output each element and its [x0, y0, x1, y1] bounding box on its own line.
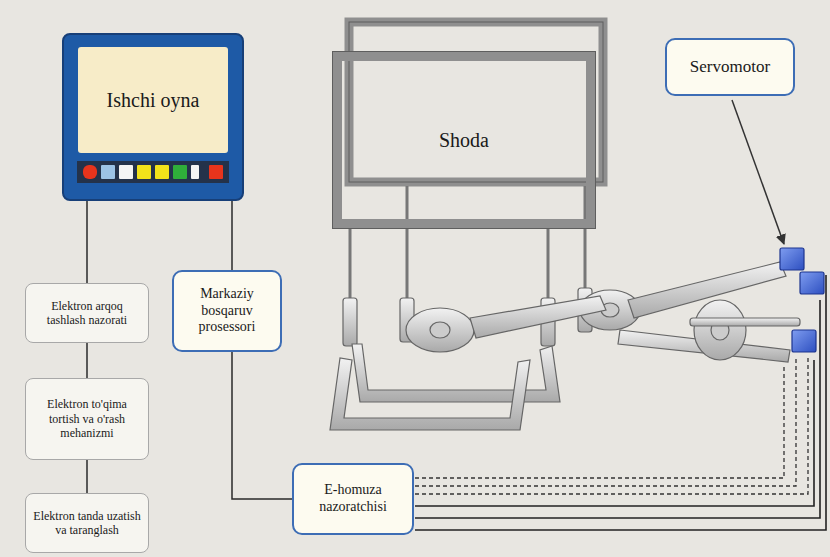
heald-frame: Shoda — [333, 52, 595, 228]
button-strip — [77, 161, 229, 183]
node-label: Ishchi oyna — [107, 88, 200, 112]
node-label: E-homuza nazoratchisi — [300, 482, 406, 516]
panel-button — [209, 165, 223, 179]
connector-line — [232, 352, 292, 499]
panel-button — [137, 165, 151, 179]
connector-line — [86, 343, 88, 378]
leader-line — [732, 100, 784, 244]
frame-rods — [350, 186, 585, 300]
heald-frame — [349, 22, 603, 182]
button-row — [77, 161, 229, 183]
callout-box: Servomotor — [665, 38, 795, 96]
panel-button — [155, 165, 169, 179]
panel-button — [173, 165, 187, 179]
process-box: Elektron to'qima tortish va o'rash mehan… — [25, 378, 149, 460]
screen-panel: Ishchi oyna — [78, 47, 228, 153]
node-label: Shoda — [439, 128, 489, 152]
connector-line — [86, 460, 88, 493]
node-label: Markaziy bosqaruv prosessori — [180, 286, 274, 336]
signal-wire — [415, 356, 808, 494]
lever-mechanism — [330, 262, 800, 430]
controller-box: E-homuza nazoratchisi — [292, 463, 414, 535]
process-box: Elektron tanda uzatish va taranglash — [25, 493, 149, 553]
node-label: Servomotor — [690, 57, 770, 77]
connector-line — [231, 201, 233, 270]
connector-line — [86, 201, 88, 283]
node-label: Elektron arqoq tashlash nazorati — [32, 299, 142, 328]
process-box: Elektron arqoq tashlash nazorati — [25, 283, 149, 343]
power-wire — [415, 275, 826, 530]
panel-button — [191, 165, 199, 179]
controller-box: Markaziy bosqaruv prosessori — [172, 270, 282, 352]
monitor-screen: Ishchi oyna — [62, 33, 244, 201]
node-label: Elektron tanda uzatish va taranglash — [32, 509, 142, 538]
node-label: Elektron to'qima tortish va o'rash mehan… — [32, 397, 142, 440]
panel-button — [119, 165, 133, 179]
servomotor-symbol — [780, 248, 824, 352]
panel-button — [83, 165, 97, 179]
heald-frame-edge — [349, 22, 603, 182]
panel-button — [101, 165, 115, 179]
